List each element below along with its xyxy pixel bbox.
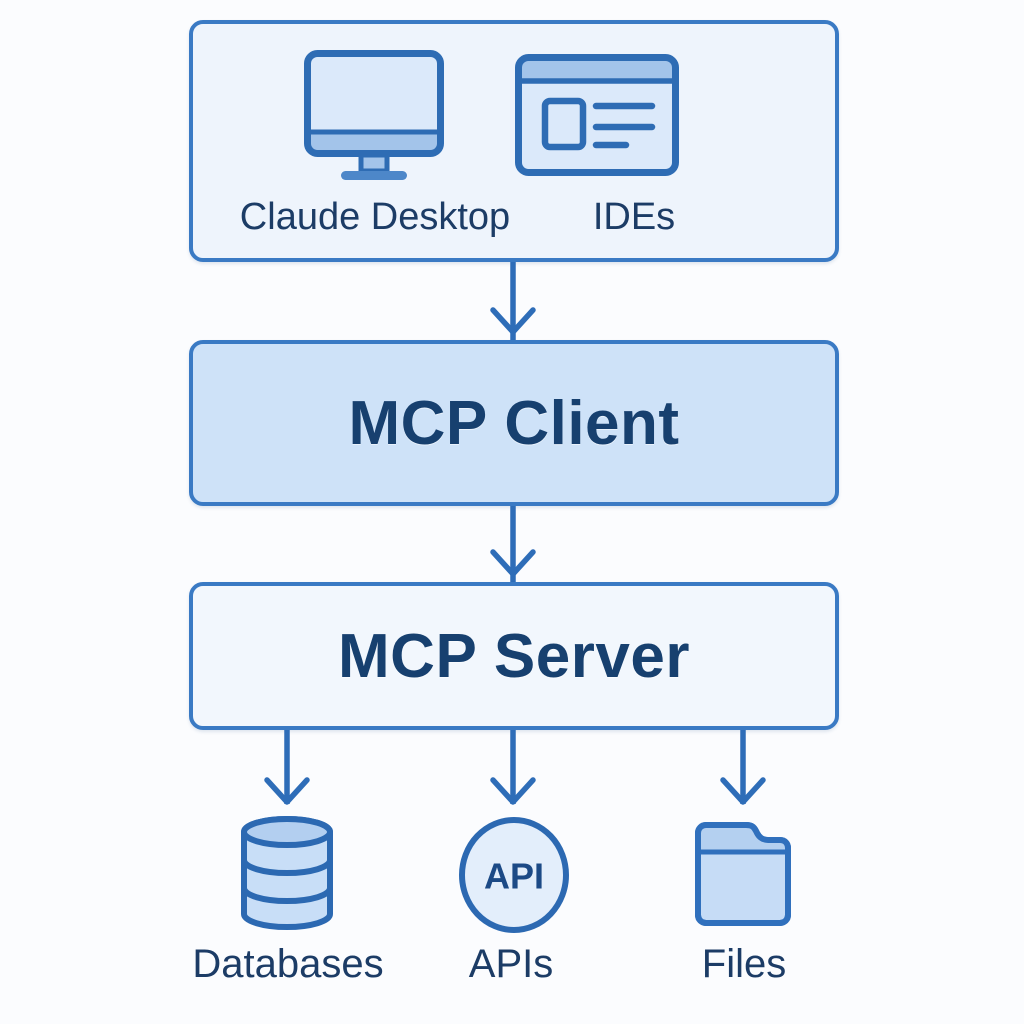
mcp-client-title: MCP Client: [348, 388, 680, 458]
apis-label: APIs: [468, 942, 554, 986]
arrow-down-icon: [490, 506, 536, 582]
databases-label: Databases: [192, 942, 384, 986]
arrow-down-icon: [264, 730, 310, 805]
ides-label: IDEs: [592, 196, 676, 238]
files-label: Files: [701, 942, 787, 986]
arrow-down-icon: [490, 262, 536, 340]
arrow-down-icon: [720, 730, 766, 805]
desktop-monitor-icon: [304, 50, 444, 180]
mcp-server-box: MCP Server: [189, 582, 839, 730]
ide-window-icon: [515, 54, 679, 176]
mcp-server-title: MCP Server: [338, 621, 690, 691]
folder-icon: [695, 822, 791, 926]
claude-desktop-label: Claude Desktop: [239, 196, 511, 238]
api-icon-text: API: [484, 856, 544, 897]
arrow-down-icon: [490, 730, 536, 805]
api-circle-icon: API: [459, 817, 569, 933]
clients-box: [189, 20, 839, 262]
database-icon: [241, 816, 333, 930]
mcp-client-box: MCP Client: [189, 340, 839, 506]
